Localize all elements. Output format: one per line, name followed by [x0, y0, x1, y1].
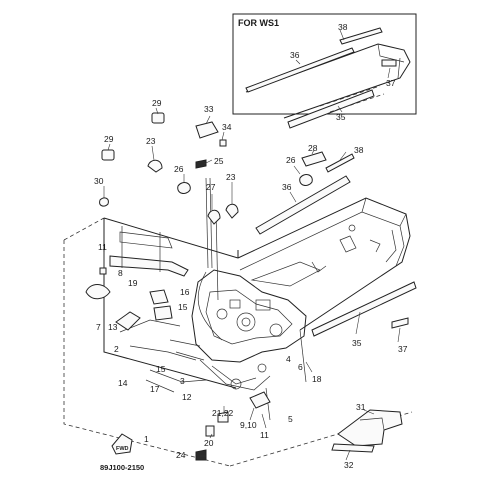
clip-23-left — [147, 159, 163, 173]
callout-35-main: 35 — [352, 338, 362, 348]
part-29-left — [101, 149, 115, 161]
callout-20: 20 — [204, 438, 214, 448]
inset-panel: FOR WS1 — [232, 13, 417, 129]
callout-4: 4 — [286, 354, 291, 364]
clip-23-right — [225, 203, 239, 219]
callout-31: 31 — [356, 402, 366, 412]
part-9-10 — [249, 391, 271, 409]
callout-30: 30 — [94, 176, 104, 186]
loose-parts — [99, 112, 327, 461]
diagram-code: 89J100-2150 — [100, 463, 144, 472]
callout-25: 25 — [214, 156, 224, 166]
bolt-20 — [205, 425, 215, 437]
callout-36-main: 36 — [282, 182, 292, 192]
grommet-26-right — [299, 174, 313, 186]
grommet-26-left — [177, 182, 191, 194]
callout-6: 6 — [298, 362, 303, 372]
callout-15-lower: 15 — [156, 364, 166, 374]
callout-26-right: 26 — [286, 155, 296, 165]
fwd-arrow: FWD — [111, 433, 133, 455]
callout-18: 18 — [312, 374, 322, 384]
callout-23-right: 23 — [226, 172, 236, 182]
engine-assembly — [119, 177, 307, 421]
callout-24: 24 — [176, 450, 186, 460]
callout-14: 14 — [118, 378, 128, 388]
screw-34 — [219, 139, 227, 147]
callout-13: 13 — [108, 322, 118, 332]
callout-8: 8 — [118, 268, 123, 278]
callout-32: 32 — [344, 460, 354, 470]
callout-11-bottom: 11 — [260, 430, 269, 440]
callout-28: 28 — [308, 143, 318, 153]
strip-35 — [311, 281, 417, 337]
callout-38-main: 38 — [354, 145, 364, 155]
steering-bracket — [85, 226, 189, 331]
callout-36-inset: 36 — [290, 50, 300, 60]
callout-38-inset: 38 — [338, 22, 348, 32]
bracket-33 — [195, 121, 219, 139]
callout-35-inset: 35 — [336, 112, 346, 122]
frame-outline — [63, 217, 413, 467]
inset-part-37 — [381, 59, 397, 67]
callout-2: 2 — [114, 344, 119, 354]
callout-labels: 38 36 37 35 29 33 34 29 23 25 26 28 38 3… — [94, 22, 408, 472]
strip-38 — [325, 153, 355, 173]
callout-9-10: 9,10 — [240, 420, 257, 430]
callout-26-left: 26 — [174, 164, 184, 174]
callout-34: 34 — [222, 122, 232, 132]
callout-37-inset: 37 — [386, 78, 396, 88]
callout-11-left: 11 — [98, 242, 107, 252]
bolt-24 — [195, 449, 207, 461]
callout-21-22: 21,22 — [212, 408, 234, 418]
callout-16: 16 — [180, 287, 190, 297]
callout-29-left: 29 — [104, 134, 114, 144]
callout-1: 1 — [144, 434, 149, 444]
callout-15-upper: 15 — [178, 302, 188, 312]
hull-body — [237, 197, 411, 331]
bolt-25 — [195, 159, 207, 169]
cable-grommet — [85, 284, 111, 300]
leader-lines — [103, 107, 401, 461]
callout-37-main: 37 — [398, 344, 408, 354]
strips — [255, 153, 417, 453]
callout-7: 7 — [96, 322, 101, 332]
inset-strip-38 — [339, 27, 383, 45]
callout-5: 5 — [288, 414, 293, 424]
bolt-21-22 — [217, 411, 229, 423]
part-29-top — [151, 112, 165, 124]
inset-strip-36 — [245, 47, 355, 93]
callout-19: 19 — [128, 278, 138, 288]
fwd-label: FWD — [116, 446, 129, 452]
strip-32 — [331, 443, 375, 453]
clip-27 — [207, 209, 221, 225]
plate-28 — [301, 151, 327, 167]
callout-3: 3 — [180, 376, 185, 386]
washer-11 — [99, 267, 107, 275]
callout-17: 17 — [150, 384, 160, 394]
nut-30 — [99, 197, 109, 207]
cover-31 — [337, 409, 403, 447]
callout-23-left: 23 — [146, 136, 156, 146]
strip-36 — [255, 175, 351, 235]
callout-29-top: 29 — [152, 98, 162, 108]
callout-27: 27 — [206, 182, 216, 192]
callout-12: 12 — [182, 392, 192, 402]
clip-37 — [391, 317, 409, 329]
callout-33: 33 — [204, 104, 214, 114]
inset-strip-35 — [287, 89, 375, 129]
inset-title: FOR WS1 — [238, 18, 279, 28]
